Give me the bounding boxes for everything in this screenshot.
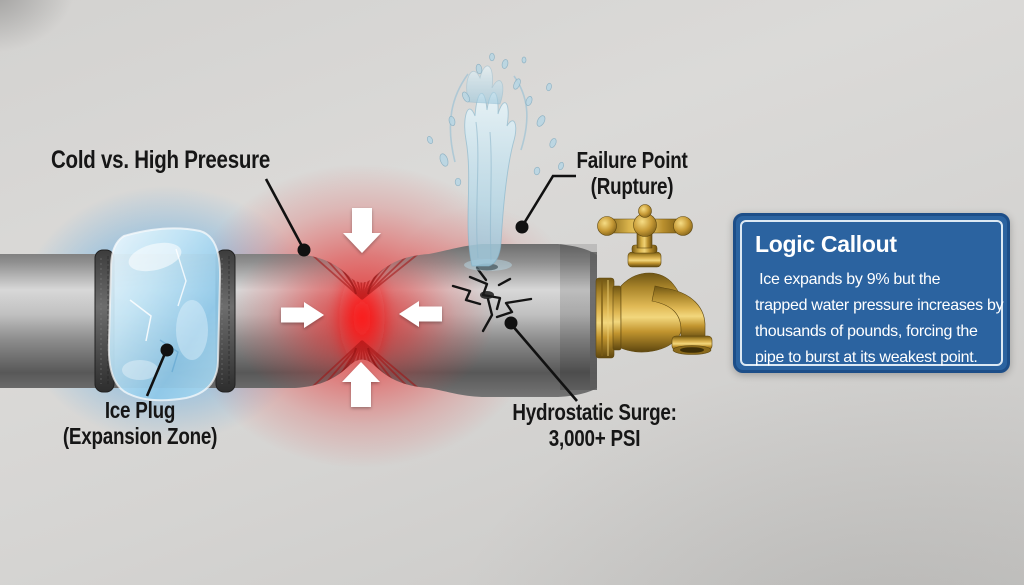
water-splash-icon bbox=[426, 52, 564, 271]
label-ice-plug: Ice Plug (Expansion Zone) bbox=[54, 397, 226, 449]
label-hydrostatic-line1: Hydrostatic Surge: bbox=[512, 399, 677, 425]
label-cold-vs-high-pressure: Cold vs. High Preesure bbox=[51, 146, 271, 174]
label-hydrostatic-line2: 3,000+ PSI bbox=[548, 425, 641, 451]
label-ice-plug-line1: Ice Plug bbox=[104, 397, 176, 423]
pressure-constriction bbox=[230, 244, 494, 397]
label-hydrostatic-surge: Hydrostatic Surge: 3,000+ PSI bbox=[486, 399, 703, 451]
label-ice-plug-line2: (Expansion Zone) bbox=[62, 423, 218, 449]
label-failure-point: Failure Point (Rupture) bbox=[554, 147, 710, 199]
leader-line-dot-icon bbox=[297, 243, 311, 257]
arrow-up-icon bbox=[342, 362, 380, 407]
label-failure-point-line1: Failure Point bbox=[576, 147, 688, 173]
leader-lines bbox=[145, 174, 578, 402]
inward-pressure-arrows-icon bbox=[281, 208, 442, 407]
logic-callout-box: Logic Callout Ice expands by 9% but the … bbox=[733, 213, 1010, 373]
logic-callout-inner-border: Logic Callout Ice expands by 9% but the … bbox=[740, 220, 1004, 366]
leader-line-dot-icon bbox=[515, 220, 529, 234]
arrow-left-icon bbox=[399, 301, 442, 327]
callout-body-line: trapped water pressure increases by bbox=[755, 297, 1004, 314]
ice-cube-plug-icon bbox=[107, 227, 222, 402]
pipe-cracks-icon bbox=[451, 266, 533, 333]
logic-callout-title: Logic Callout bbox=[755, 231, 897, 257]
arrow-right-icon bbox=[281, 302, 324, 328]
brass-faucet-icon bbox=[595, 204, 713, 359]
callout-body-line: pipe to burst at its weakest point. bbox=[755, 349, 978, 366]
label-failure-point-line2: (Rupture) bbox=[590, 173, 674, 199]
leader-line-dot-icon bbox=[160, 343, 174, 357]
callout-body-line: Ice expands by 9% but the bbox=[755, 271, 941, 288]
logic-callout-body: Ice expands by 9% but the trapped water … bbox=[755, 267, 1004, 371]
callout-body-line: thousands of pounds, forcing the bbox=[755, 323, 978, 340]
arrow-down-icon bbox=[343, 208, 381, 253]
leader-line-dot-icon bbox=[504, 316, 518, 330]
